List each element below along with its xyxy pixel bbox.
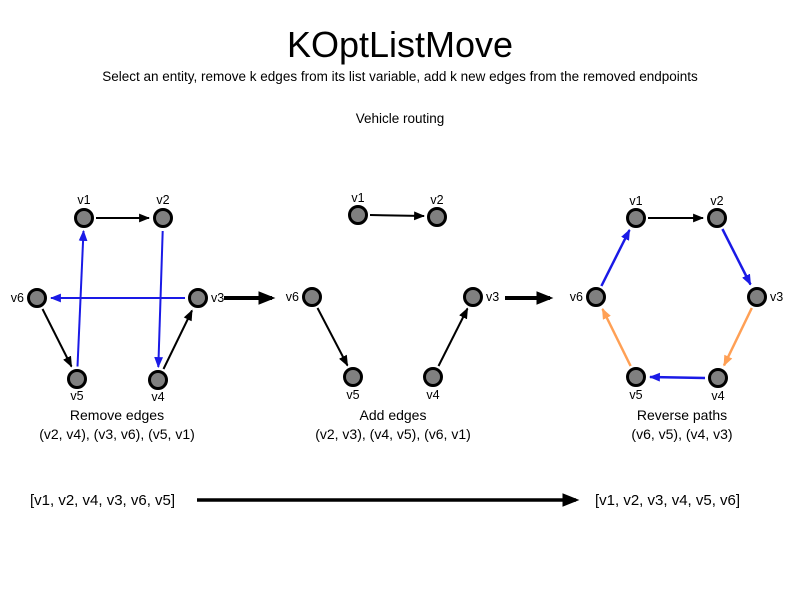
caption-detail: (v2, v4), (v3, v6), (v5, v1) (39, 425, 195, 442)
reversed-edge-v5-v6 (601, 308, 632, 367)
node-v6 (586, 287, 606, 307)
node-label-v3: v3 (486, 290, 499, 304)
node-v4 (423, 367, 443, 387)
node-v3 (188, 288, 208, 308)
caption-remove-edges: Remove edges (v2, v4), (v3, v6), (v5, v1… (7, 406, 227, 443)
node-label-v2: v2 (156, 193, 169, 207)
node-v1 (626, 208, 646, 228)
graph-before: v1 v2 v6 v3 v5 v4 (11, 193, 224, 404)
list-before: [v1, v2, v4, v3, v6, v5] (30, 492, 176, 509)
node-label-v3: v3 (211, 291, 224, 305)
caption-title: Add edges (359, 407, 427, 423)
node-label-v4: v4 (151, 390, 164, 404)
node-label-v5: v5 (70, 389, 83, 403)
edge-v4-v3 (162, 309, 193, 370)
node-v2 (707, 208, 727, 228)
caption-reverse-paths: Reverse paths (v6, v5), (v4, v3) (572, 406, 792, 443)
new-edge-v4-v5 (648, 372, 706, 382)
node-v3 (747, 287, 767, 307)
edge-v6-v5 (41, 308, 73, 368)
list-after: [v1, v2, v3, v4, v5, v6] (595, 492, 741, 509)
node-v1 (74, 208, 94, 228)
node-label-v1: v1 (629, 194, 642, 208)
node-v6 (27, 288, 47, 308)
node-v5 (626, 367, 646, 387)
node-label-v3: v3 (770, 290, 783, 304)
node-label-v2: v2 (710, 194, 723, 208)
node-v6 (302, 287, 322, 307)
caption-add-edges: Add edges (v2, v3), (v4, v5), (v6, v1) (283, 406, 503, 443)
node-label-v2: v2 (430, 193, 443, 207)
caption-title: Reverse paths (636, 407, 728, 423)
new-edge-v2-v3 (721, 228, 752, 286)
node-v4 (148, 370, 168, 390)
caption-detail: (v6, v5), (v4, v3) (631, 425, 733, 442)
edge-v4-v3 (437, 307, 469, 367)
node-v2 (153, 208, 173, 228)
caption-detail: (v2, v3), (v4, v5), (v6, v1) (315, 425, 471, 442)
node-label-v5: v5 (346, 388, 359, 402)
node-label-v6: v6 (286, 290, 299, 304)
node-label-v5: v5 (629, 388, 642, 402)
page-subtitle: Select an entity, remove k edges from it… (102, 69, 698, 84)
node-label-v1: v1 (77, 193, 90, 207)
node-label-v4: v4 (711, 389, 724, 403)
node-v5 (343, 367, 363, 387)
page-title: KOptListMove (286, 24, 514, 65)
new-edge-v6-v1 (600, 229, 631, 287)
caption-title: Remove edges (69, 407, 165, 423)
edge-v1-v2 (369, 211, 426, 221)
example-label: Vehicle routing (355, 111, 445, 126)
graph-after: v1 v2 v6 v3 v5 v4 (570, 194, 783, 403)
node-v5 (67, 369, 87, 389)
node-v1 (348, 205, 368, 225)
node-label-v6: v6 (11, 291, 24, 305)
node-label-v1: v1 (351, 191, 364, 205)
reversed-edge-v3-v4 (722, 307, 753, 367)
node-v4 (708, 368, 728, 388)
node-label-v6: v6 (570, 290, 583, 304)
node-v2 (427, 207, 447, 227)
node-v3 (463, 287, 483, 307)
edge-v6-v5 (316, 307, 349, 367)
graph-removed: v1 v2 v6 v3 v5 v4 (286, 191, 499, 402)
node-label-v4: v4 (426, 388, 439, 402)
